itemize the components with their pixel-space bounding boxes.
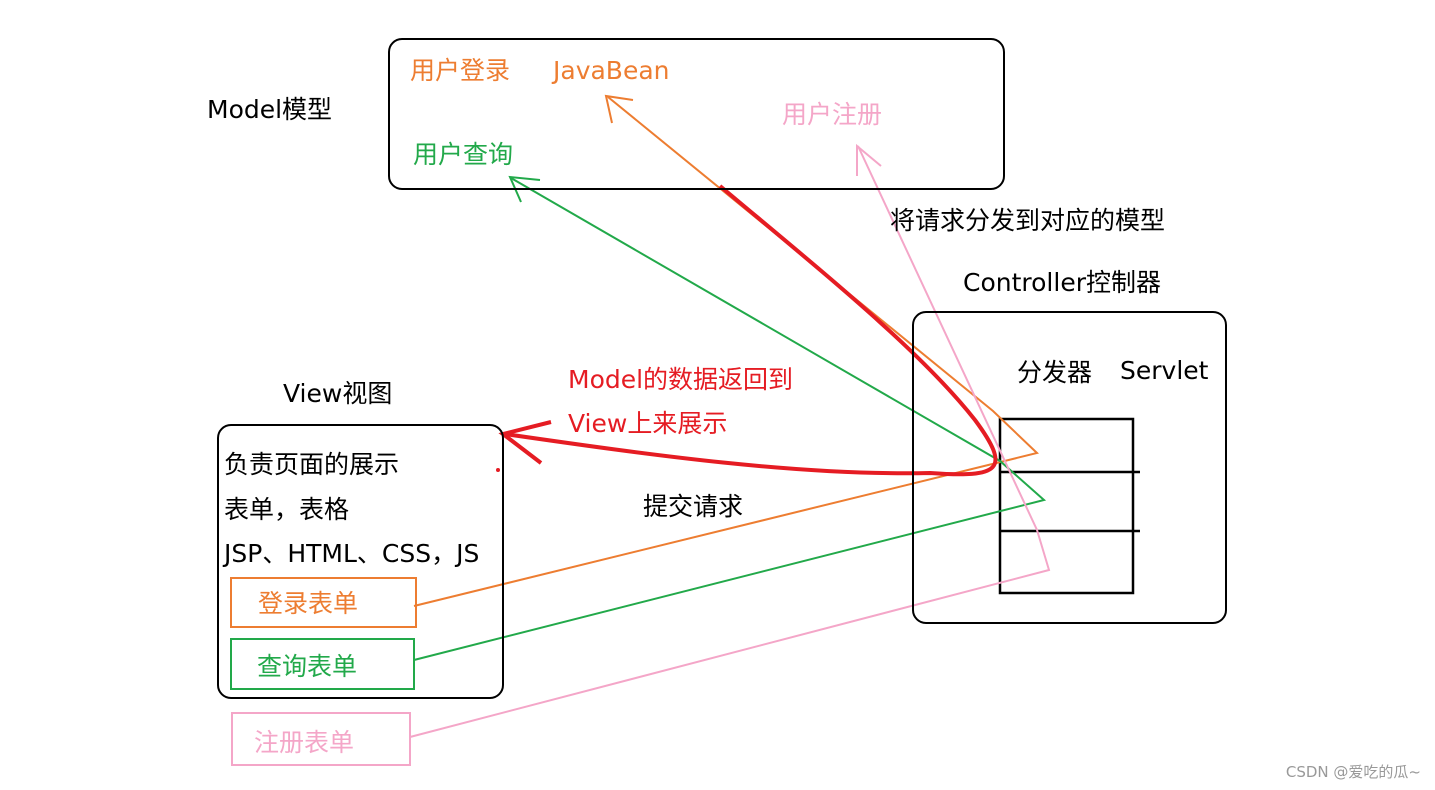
green-submit-arrow — [413, 177, 1047, 661]
red-arrowhead — [498, 420, 552, 465]
servlet-table — [998, 417, 1135, 595]
controller-box — [912, 311, 1227, 624]
view-line2: 表单，表格 — [224, 495, 350, 524]
register-form-box — [231, 712, 411, 766]
model-item-query: 用户查询 — [413, 140, 514, 169]
servlet-label: Servlet — [1120, 356, 1209, 385]
pink-submit-arrow — [409, 145, 1051, 738]
view-title: View视图 — [283, 379, 393, 408]
dispatch-label: 将请求分发到对应的模型 — [890, 206, 1166, 235]
query-form-box — [230, 638, 415, 690]
pink-arrowhead — [856, 143, 882, 176]
dispatcher-label: 分发器 — [1017, 358, 1093, 387]
register-form-label: 注册表单 — [254, 728, 355, 757]
controller-title: Controller控制器 — [963, 268, 1161, 297]
view-box — [217, 424, 504, 699]
red-return-arrow — [504, 184, 998, 477]
model-title: Model模型 — [207, 95, 333, 124]
green-arrowhead — [508, 175, 541, 203]
view-line1: 负责页面的展示 — [224, 450, 400, 479]
red-dot — [496, 468, 500, 472]
login-form-box — [230, 577, 417, 628]
query-form-label: 查询表单 — [257, 652, 358, 681]
orange-arrowhead — [604, 94, 634, 124]
submit-label: 提交请求 — [643, 492, 744, 521]
model-box — [388, 38, 1005, 190]
model-item-login: 用户登录 — [410, 56, 511, 85]
model-item-javabean: JavaBean — [553, 56, 670, 85]
return-label-line1: Model的数据返回到 — [568, 365, 794, 394]
view-line3: JSP、HTML、CSS，JS — [224, 539, 480, 568]
return-label-line2: View上来展示 — [568, 409, 728, 438]
model-item-register: 用户注册 — [782, 100, 883, 129]
login-form-label: 登录表单 — [258, 589, 359, 618]
watermark: CSDN @爱吃的瓜~ — [1285, 763, 1421, 781]
